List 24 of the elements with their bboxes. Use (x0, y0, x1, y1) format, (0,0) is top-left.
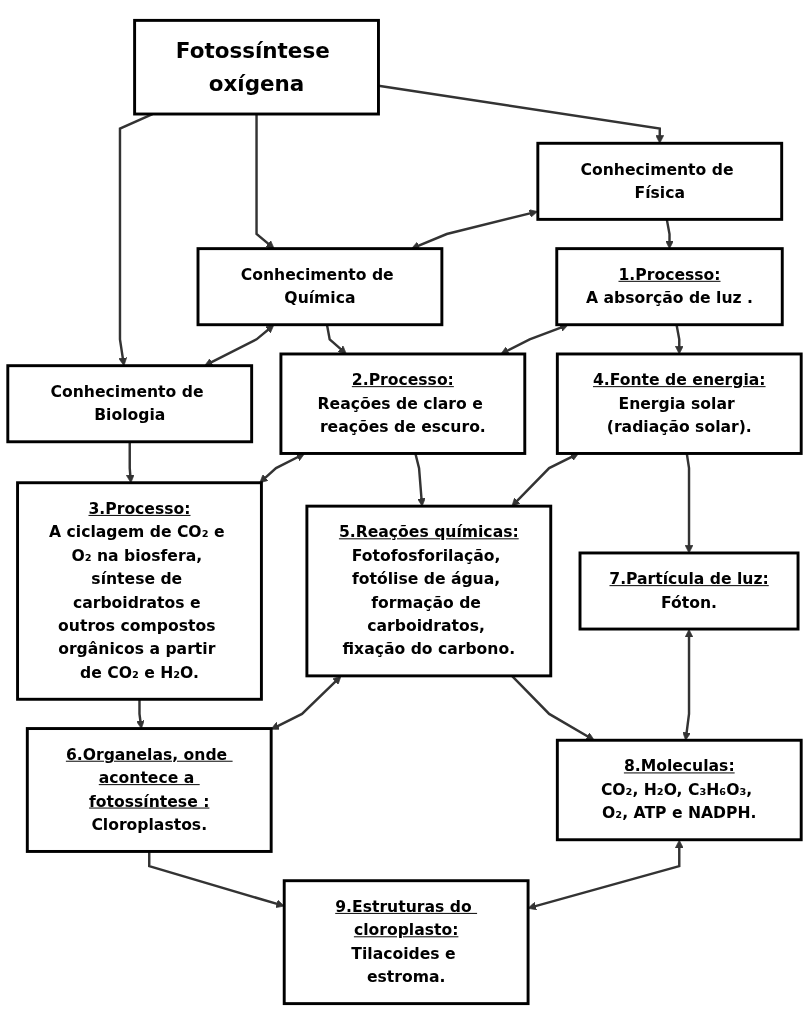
node-box: Conhecimento de Química (196, 247, 444, 327)
node-box: 6.Organelas, onde acontece a fotossíntese : Cloroplastos. (25, 727, 273, 853)
node-box: Fotossíntese oxígena (133, 18, 380, 116)
arrow (148, 851, 285, 908)
arrow (511, 675, 595, 741)
arrow (259, 453, 305, 484)
node-box: Conhecimento de Física (536, 141, 784, 221)
arrow (414, 453, 426, 507)
arrow (255, 114, 275, 249)
arrow (511, 453, 579, 507)
arrow (665, 219, 674, 249)
arrow (378, 84, 665, 144)
node-box: 9.Estruturas do cloroplasto: Tilacoides e estroma. (282, 879, 530, 1006)
node-box: 8.Moleculas: CO₂, H₂O, C₃H₆O₃, O₂, ATP e NADPH. (555, 738, 803, 842)
arrow (270, 675, 342, 730)
arrow (682, 629, 694, 741)
node-box: 1.Processo: A absorção de luz . (555, 247, 784, 327)
node-box: Conhecimento de Biologia (6, 364, 254, 444)
node-box: 2.Processo: Reações de claro e reações de escuro. (279, 352, 527, 455)
arrow (136, 699, 145, 729)
node-box: 5.Reações químicas: Fotofosforilação, fotólise de água, formação de carboidratos, fixação do carbono. (305, 504, 553, 678)
node-box: 7.Partícula de luz: Fóton. (578, 551, 800, 631)
node-box: 3.Processo: A ciclagem de CO₂ e O₂ na biosfera, síntese de carboidratos e outros compostos orgânicos a partir de CO₂ e H₂O. (16, 481, 263, 701)
node-box: 4.Fonte de energia: Energia solar (radiação solar). (555, 352, 803, 455)
